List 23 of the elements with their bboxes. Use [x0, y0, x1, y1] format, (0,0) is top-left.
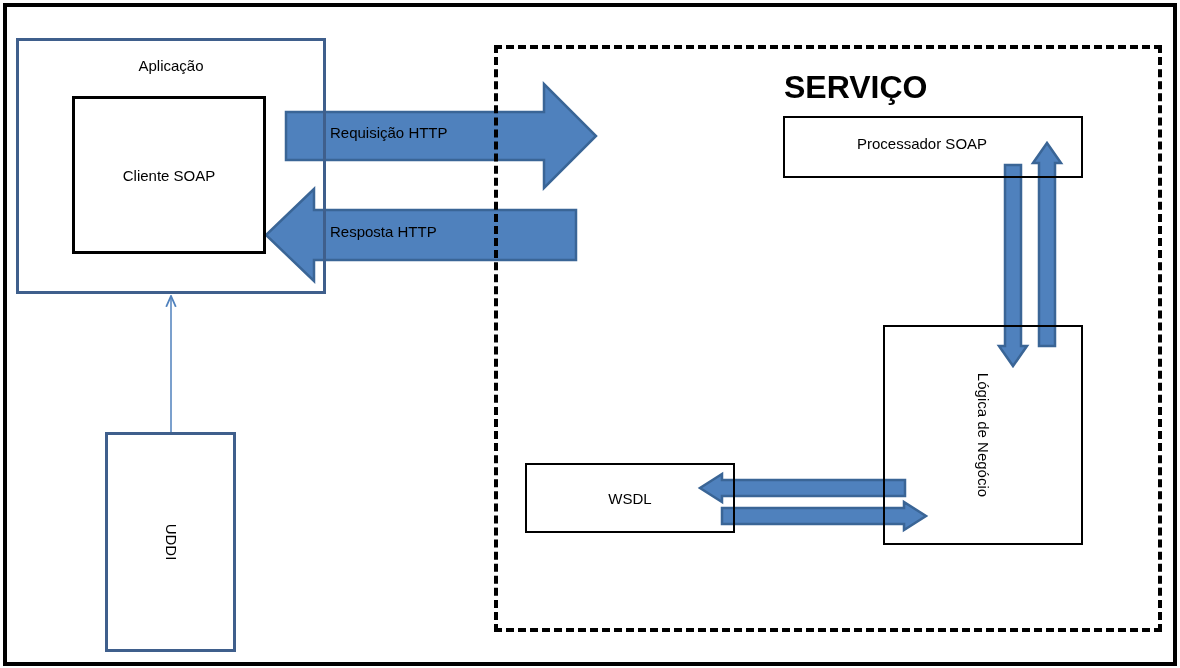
box-label: WSDL — [608, 489, 652, 507]
box-label: Processador SOAP — [857, 135, 988, 152]
block-arrow — [1030, 140, 1064, 348]
service-boundary — [494, 45, 1162, 632]
block-arrow — [284, 81, 598, 191]
process-box — [72, 96, 266, 254]
process-box — [525, 463, 735, 533]
arrow — [165, 295, 177, 433]
box-label: Cliente SOAP — [122, 166, 216, 184]
process-box — [16, 38, 326, 294]
block-arrow — [996, 163, 1030, 369]
block-arrow — [720, 499, 929, 533]
box-label: UDDI — [162, 523, 179, 561]
process-box — [105, 432, 236, 652]
process-box — [883, 325, 1083, 545]
block-arrow — [697, 471, 907, 505]
box-label: Lógica de Negócio — [974, 372, 992, 498]
process-box — [783, 116, 1083, 178]
block-arrow — [264, 186, 578, 284]
box-heading: SERVIÇO — [784, 69, 928, 106]
edge-label: Resposta HTTP — [330, 223, 437, 240]
edge-label: Requisição HTTP — [330, 124, 448, 141]
box-heading: Aplicação — [137, 57, 205, 74]
